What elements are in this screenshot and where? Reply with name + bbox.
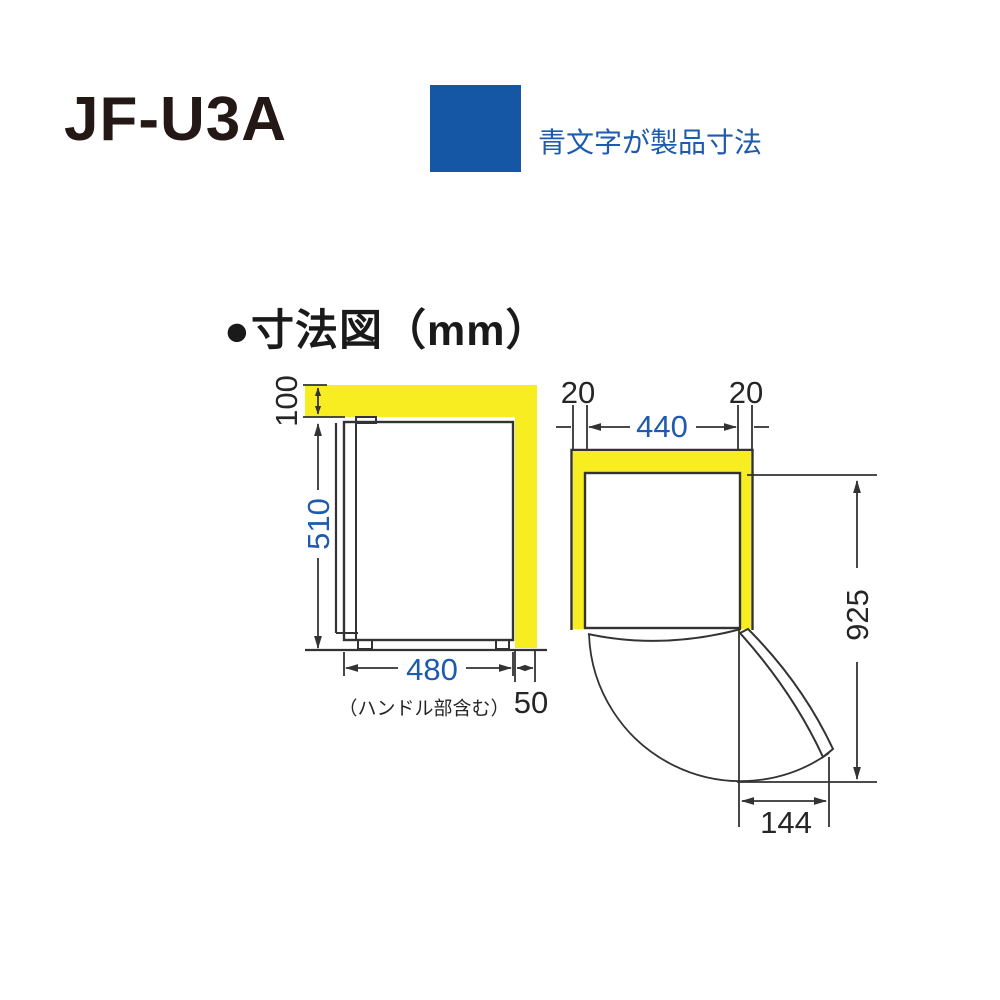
- dim-rear-clearance: 50: [514, 650, 548, 720]
- door-swing-arc: [588, 633, 830, 783]
- dim-label-100: 100: [269, 375, 304, 427]
- dim-top-clearance: 100: [269, 375, 345, 427]
- blue-square-swatch: [430, 85, 521, 172]
- side-clearance-zone: [573, 451, 751, 629]
- legend: 青文字が製品寸法: [430, 85, 762, 173]
- dim-label-480: 480: [406, 652, 458, 687]
- rear-foot: [495, 639, 510, 650]
- rear-clearance-zone: [515, 385, 537, 648]
- dim-label-50: 50: [514, 685, 548, 720]
- dim-label-510: 510: [301, 498, 336, 550]
- legend-swatch: [430, 85, 521, 172]
- door-open-panel: [738, 627, 835, 759]
- dim-door-protrusion: 144: [738, 628, 830, 840]
- dim-label-20-left: 20: [561, 375, 595, 410]
- handle: [355, 416, 377, 424]
- model-number: JF-U3A: [64, 85, 288, 154]
- front-foot: [357, 639, 373, 650]
- dim-top-widths: 20 20 440: [556, 375, 769, 449]
- legend-label: 青文字が製品寸法: [538, 127, 763, 158]
- dim-height: 510: [301, 423, 336, 649]
- dim-width: 480 （ハンドル部含む）: [338, 652, 514, 720]
- dim-label-144: 144: [760, 805, 812, 840]
- dim-label-440: 440: [636, 409, 688, 444]
- top-view-diagram: 20 20 440 925 144: [556, 375, 877, 840]
- freezer-cabinet-side: [342, 420, 515, 642]
- freezer-cabinet-top: [583, 471, 742, 630]
- dim-depth-door-open: 925: [737, 474, 877, 783]
- door-closed-face: [587, 628, 742, 642]
- section-title: ●寸法図（mm）: [224, 307, 550, 355]
- handle-included-note: （ハンドル部含む）: [338, 698, 509, 720]
- side-view-diagram: 100 510 480 （ハンドル部含む）: [269, 375, 548, 720]
- top-clearance-zone: [305, 385, 537, 417]
- dim-label-20-right: 20: [729, 375, 763, 410]
- dim-label-925: 925: [840, 589, 875, 641]
- alcove-wall-outline: [570, 448, 754, 630]
